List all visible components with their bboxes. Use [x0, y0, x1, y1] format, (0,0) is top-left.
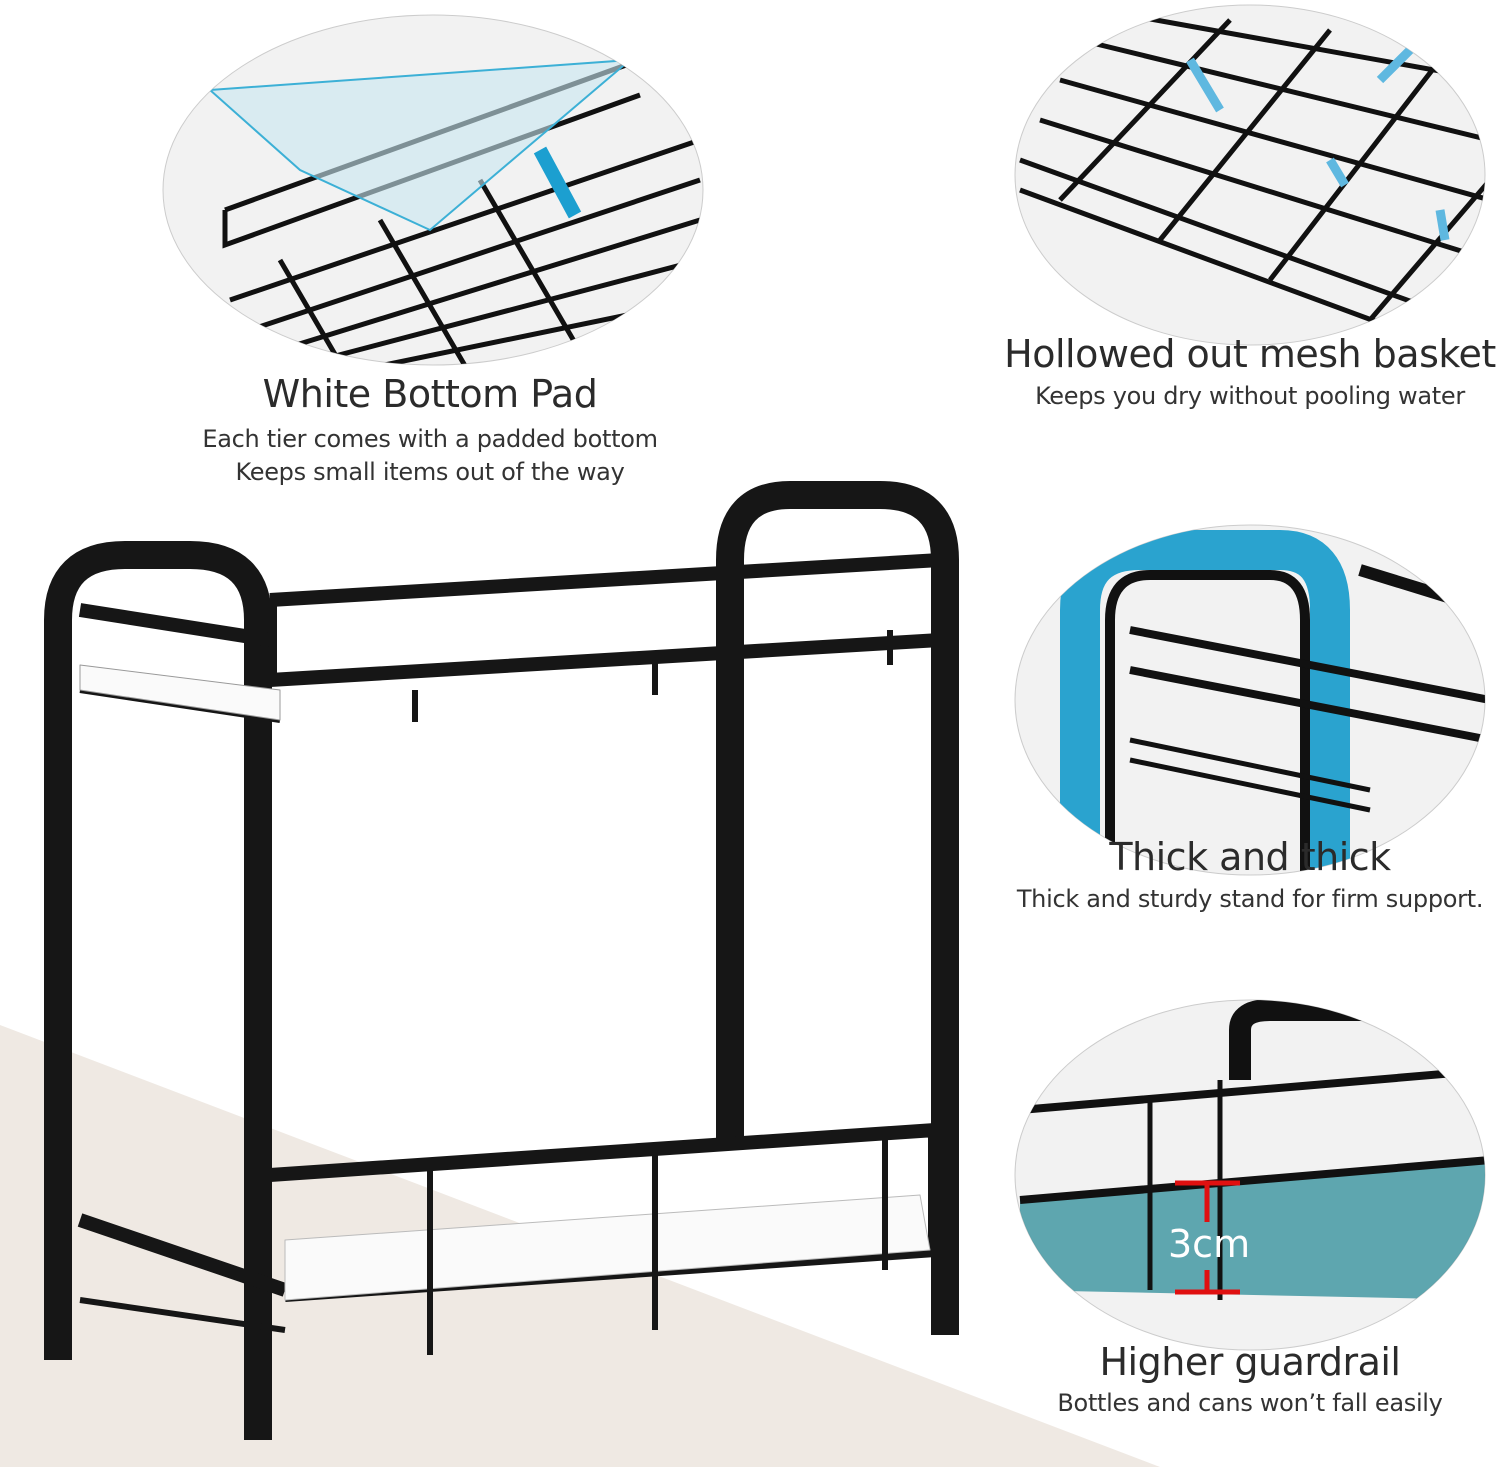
height-measure-icon: [1175, 1180, 1240, 1295]
white-pad-overlay: [207, 58, 633, 232]
arrow-icon: [533, 146, 582, 219]
feature-desc-bottom-pad-2: Keeps small items out of the way: [235, 458, 625, 486]
guardrail-height-label: 3cm: [1168, 1222, 1251, 1266]
frame-highlight: [1060, 530, 1350, 875]
closeup-bottom-pad: [162, 14, 704, 366]
feature-desc-thick-frame: Thick and sturdy stand for firm support.: [1016, 885, 1484, 913]
feature-desc-mesh-basket: Keeps you dry without pooling water: [1035, 382, 1465, 410]
feature-title-guardrail: Higher guardrail: [1099, 1340, 1401, 1384]
rack-main: [44, 481, 959, 1440]
feature-desc-bottom-pad-1: Each tier comes with a padded bottom: [202, 425, 658, 453]
water-flow-arrow-icon: [1186, 46, 1450, 241]
rack-hooks: [412, 630, 893, 1355]
closeup-guardrail: [1014, 999, 1486, 1351]
feature-title-bottom-pad: White Bottom Pad: [262, 372, 598, 416]
feature-desc-guardrail: Bottles and cans won’t fall easily: [1057, 1389, 1443, 1417]
closeup-thick-frame: [1014, 524, 1486, 876]
feature-title-thick-frame: Thick and thick: [1109, 835, 1391, 879]
closeup-mesh-basket: [1014, 4, 1486, 346]
feature-title-mesh-basket: Hollowed out mesh basket: [1004, 332, 1496, 376]
